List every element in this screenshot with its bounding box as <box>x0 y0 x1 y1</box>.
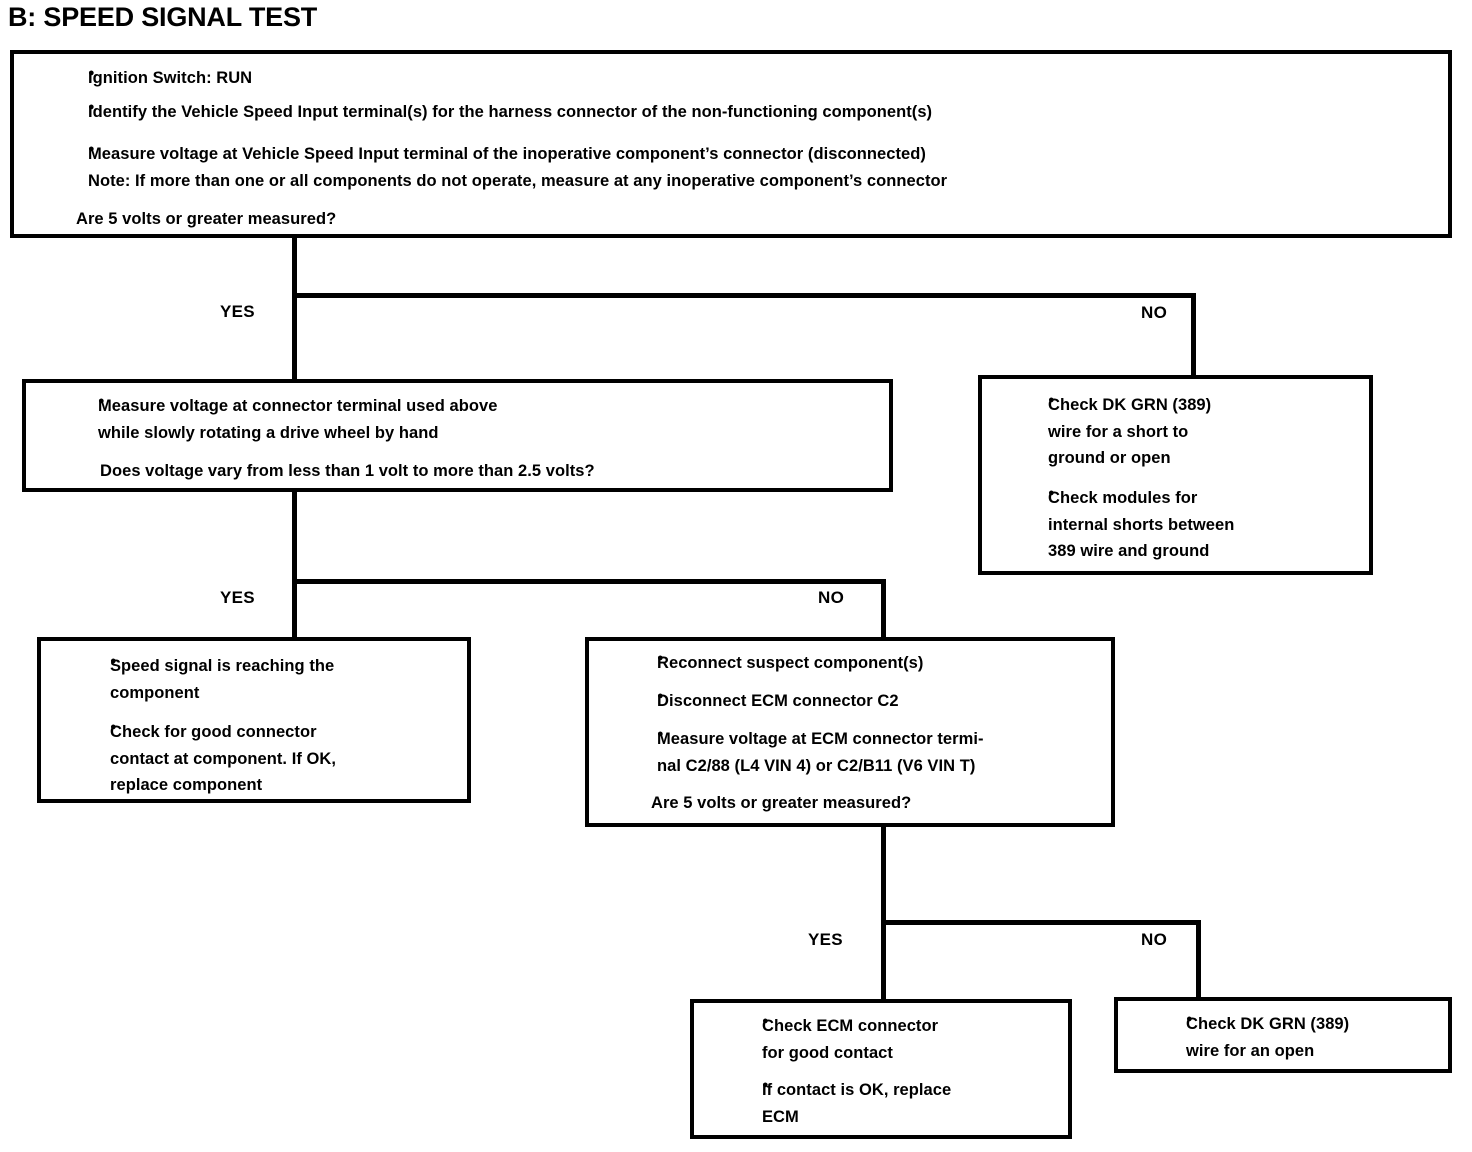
list-item-line: Measure voltage at Vehicle Speed Input t… <box>88 145 926 163</box>
list-item-line: Note: If more than one or all components… <box>88 171 948 190</box>
list-item-line: internal shorts between <box>1048 515 1235 534</box>
list-item: Check DK GRN (389) wire for a short to g… <box>1006 392 1211 472</box>
connector-line <box>881 920 886 1002</box>
list-item-line: Measure voltage at connector terminal us… <box>98 397 498 415</box>
box-question-speed-input-voltage: Ignition Switch: RUN Identify the Vehicl… <box>10 50 1452 238</box>
list-item-line: replace component <box>110 776 263 795</box>
list-item-line: Check modules for <box>1048 489 1198 507</box>
list-item: If contact is OK, replace ECM <box>720 1077 951 1130</box>
branch-label-no: NO <box>1141 930 1168 949</box>
list-item-line: Check ECM connector <box>762 1017 939 1035</box>
branch-label-yes: YES <box>220 588 255 607</box>
list-item: Speed signal is reaching the component <box>68 653 334 706</box>
list-item: Check for good connector contact at comp… <box>68 719 336 799</box>
branch-label-no: NO <box>818 588 845 607</box>
branch-label-no: NO <box>1141 303 1168 322</box>
question-line: Does voltage vary from less than 1 volt … <box>100 462 595 480</box>
box-question-rotate-drive-wheel: Measure voltage at connector terminal us… <box>22 379 893 492</box>
list-item-line: ground or open <box>1048 449 1171 468</box>
list-item-line: If contact is OK, replace <box>762 1081 952 1099</box>
list-item-line: Identify the Vehicle Speed Input termina… <box>88 103 933 121</box>
list-item-line: Measure voltage at ECM connector termi- <box>657 730 984 748</box>
list-item-line: contact at component. If OK, <box>110 749 336 768</box>
question-text: Does voltage vary from less than 1 volt … <box>100 458 595 485</box>
connector-line <box>881 920 1201 925</box>
branch-label-yes: YES <box>220 302 255 321</box>
list-item-line: Ignition Switch: RUN <box>88 69 253 87</box>
question-text: Are 5 volts or greater measured? <box>651 790 911 817</box>
list-item-line: wire for a short to <box>1048 422 1189 441</box>
list-item-line: 389 wire and ground <box>1048 542 1210 561</box>
page-title: B: SPEED SIGNAL TEST <box>8 2 318 32</box>
connector-line <box>292 238 297 298</box>
question-text: Are 5 volts or greater measured? <box>76 206 336 233</box>
list-item-line: for good contact <box>762 1043 893 1062</box>
list-item: Ignition Switch: RUN <box>46 65 252 92</box>
list-item: Check DK GRN (389) wire for an open <box>1144 1011 1349 1064</box>
list-item: Measure voltage at connector terminal us… <box>56 393 497 446</box>
list-item-line: component <box>110 683 200 702</box>
connector-line <box>881 579 886 637</box>
list-item: Disconnect ECM connector C2 <box>615 688 899 715</box>
list-item: Check ECM connector for good contact <box>720 1013 938 1066</box>
list-item: Measure voltage at Vehicle Speed Input t… <box>46 141 947 194</box>
box-result-check-dk-grn-short-or-open: Check DK GRN (389) wire for a short to g… <box>978 375 1373 575</box>
connector-line <box>1196 920 1201 1002</box>
list-item: Check modules for internal shorts betwee… <box>1006 485 1234 565</box>
list-item-line: ECM <box>762 1107 799 1126</box>
box-result-check-dk-grn-open: Check DK GRN (389) wire for an open <box>1114 997 1452 1073</box>
connector-line <box>292 492 297 584</box>
question-line: Are 5 volts or greater measured? <box>76 210 337 228</box>
list-item: Identify the Vehicle Speed Input termina… <box>46 99 932 126</box>
list-item-line: Disconnect ECM connector C2 <box>657 692 899 710</box>
list-item-line: wire for an open <box>1186 1041 1315 1060</box>
connector-line <box>1191 293 1196 375</box>
list-item-line: nal C2/88 (L4 VIN 4) or C2/B11 (V6 VIN T… <box>657 756 976 775</box>
box-result-check-ecm-connector: Check ECM connector for good contact If … <box>690 999 1072 1139</box>
list-item-line: Check DK GRN (389) <box>1048 396 1212 414</box>
box-result-speed-signal-reaching-component: Speed signal is reaching the component C… <box>37 637 471 803</box>
list-item: Measure voltage at ECM connector termi- … <box>615 726 984 779</box>
connector-line <box>292 579 886 584</box>
list-item-line: Speed signal is reaching the <box>110 657 335 675</box>
list-item: Reconnect suspect component(s) <box>615 650 923 677</box>
list-item-line: Check for good connector <box>110 723 317 741</box>
list-item-line: while slowly rotating a drive wheel by h… <box>98 423 439 442</box>
question-line: Are 5 volts or greater measured? <box>651 794 912 812</box>
connector-line <box>292 579 297 641</box>
list-item-line: Check DK GRN (389) <box>1186 1015 1350 1033</box>
connector-line <box>292 293 1196 298</box>
connector-line <box>292 293 297 381</box>
branch-label-yes: YES <box>808 930 843 949</box>
box-question-ecm-connector-voltage: Reconnect suspect component(s) Disconnec… <box>585 637 1115 827</box>
connector-line <box>881 827 886 925</box>
list-item-line: Reconnect suspect component(s) <box>657 654 924 672</box>
